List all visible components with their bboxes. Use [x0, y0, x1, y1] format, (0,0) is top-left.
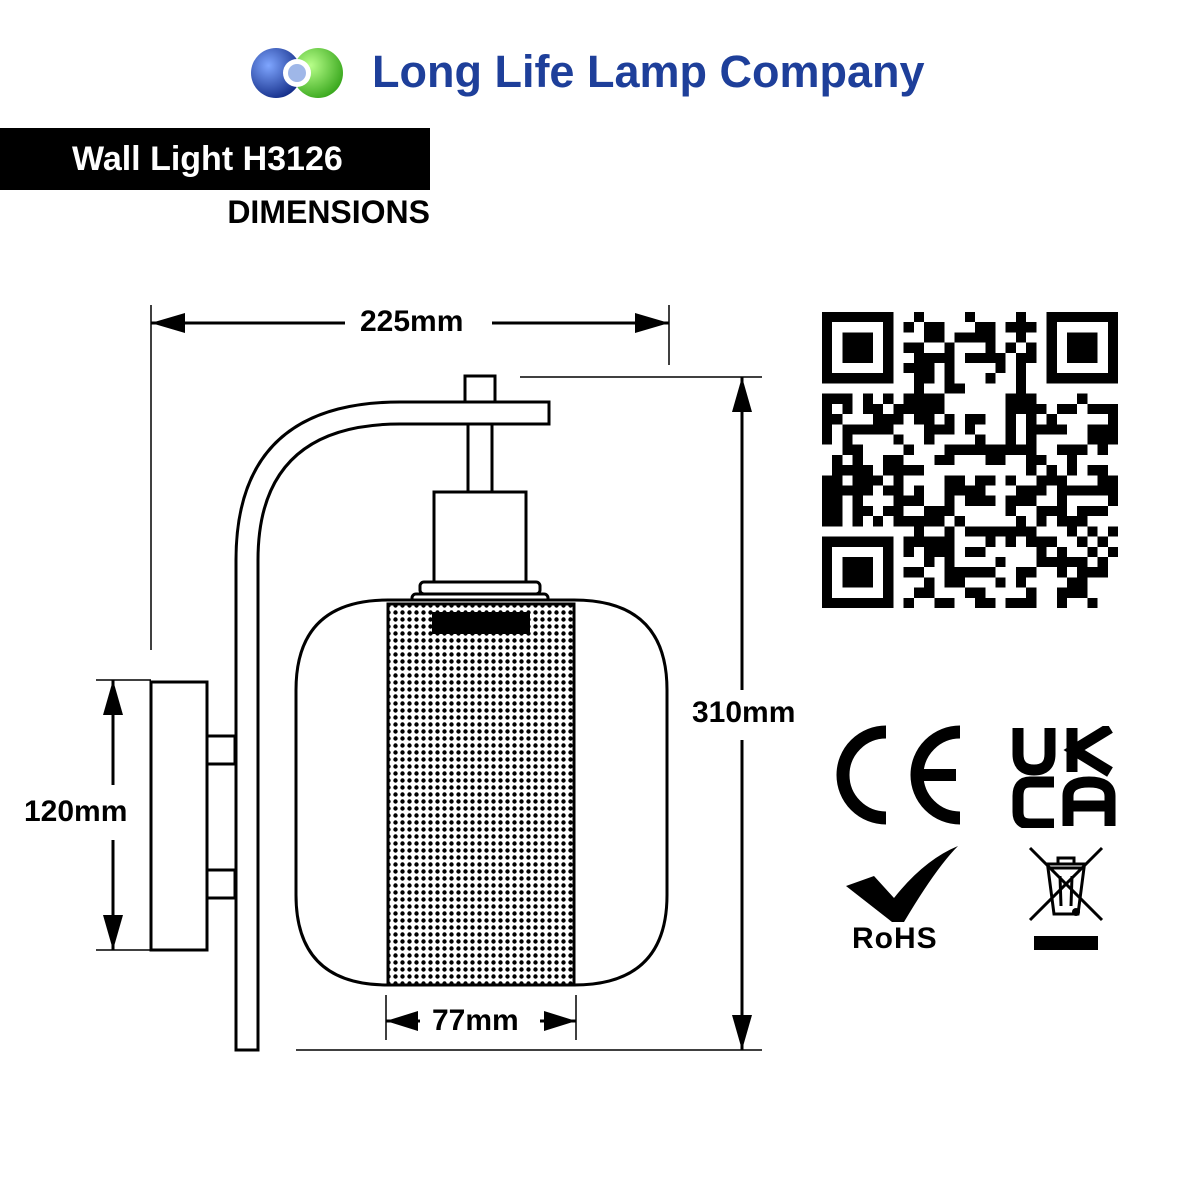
ce-mark-icon — [836, 725, 961, 825]
product-title-bar: Wall Light H3126 — [0, 128, 430, 190]
backplate-dimension-label: 120mm — [20, 795, 132, 829]
weee-crossed-bin-icon — [1028, 846, 1104, 950]
qr-code-icon — [822, 312, 1118, 608]
width-dimension-label: 225mm — [356, 305, 468, 339]
dimensions-heading: DIMENSIONS — [227, 194, 430, 230]
wall-light-drawing — [96, 305, 762, 1052]
rohs-checkmark-icon — [846, 846, 958, 922]
product-title: Wall Light H3126 — [72, 140, 343, 178]
header: Long Life Lamp Company — [0, 0, 1200, 120]
three-circles-logo-icon — [251, 48, 343, 98]
ukca-mark-icon — [1012, 726, 1116, 828]
rohs-label: RoHS — [852, 922, 938, 955]
height-dimension-label: 310mm — [688, 696, 800, 730]
company-name: Long Life Lamp Company — [372, 46, 925, 97]
shade-width-dimension-label: 77mm — [428, 1004, 523, 1038]
